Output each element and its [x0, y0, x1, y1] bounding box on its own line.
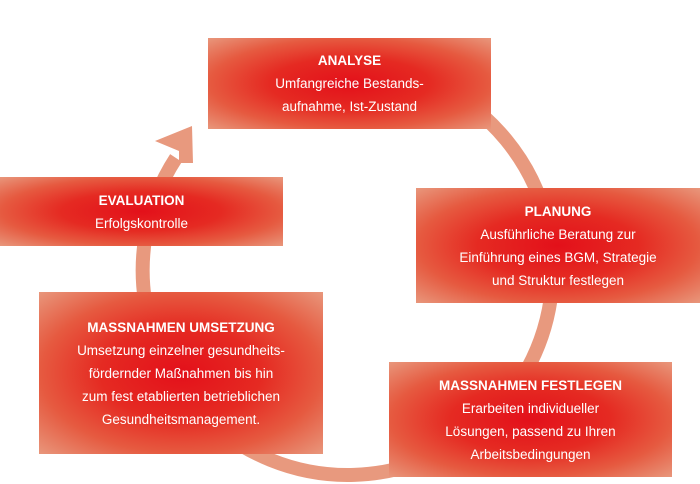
step-evaluation: EVALUATION Erfolgskontrolle: [0, 177, 283, 246]
arrow-head-icon: [155, 126, 193, 163]
step-massnahmen-umsetzung: MASSNAHMEN UMSETZUNG Umsetzung einzelner…: [39, 292, 323, 454]
step-text: Umfangreiche Bestands- aufnahme, Ist-Zus…: [275, 76, 424, 114]
step-text: Ausführliche Beratung zur Einführung ein…: [459, 226, 657, 288]
step-title: PLANUNG: [524, 203, 592, 219]
step-massnahmen-festlegen: MASSNAHMEN FESTLEGEN Erarbeiten individu…: [389, 362, 672, 477]
step-title: ANALYSE: [317, 53, 382, 68]
step-planung: PLANUNG Ausführliche Beratung zur Einfüh…: [416, 188, 700, 303]
step-text: Erfolgskontrolle: [94, 215, 189, 231]
step-title: MASSNAHMEN FESTLEGEN: [438, 377, 622, 393]
step-analyse: ANALYSE Umfangreiche Bestands- aufnahme,…: [208, 38, 491, 129]
step-text: Erarbeiten individueller Lösungen, passe…: [445, 400, 616, 462]
step-text: Umsetzung einzelner gesundheits- fördern…: [77, 342, 285, 427]
step-title: MASSNAHMEN UMSETZUNG: [87, 319, 275, 335]
step-title: EVALUATION: [98, 192, 185, 208]
